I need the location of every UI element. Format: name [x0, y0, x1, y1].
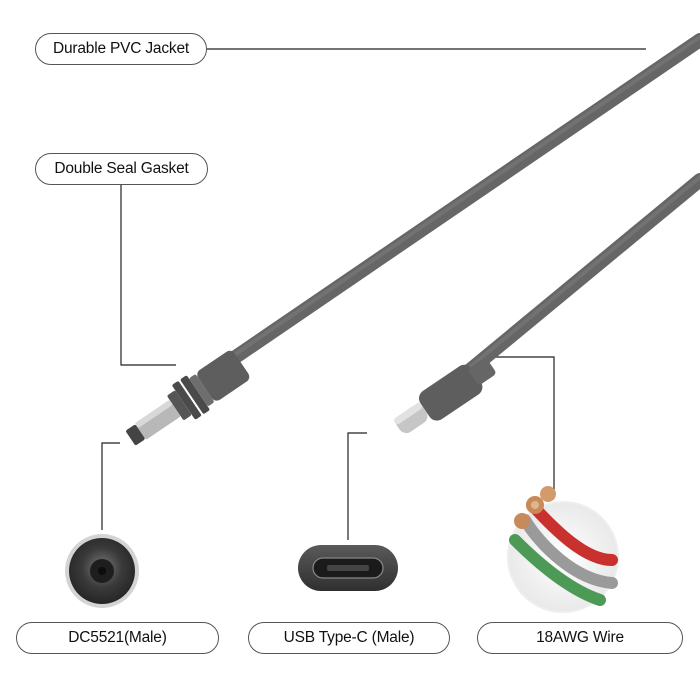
dc-cable [227, 33, 700, 365]
usbc-port-face [298, 545, 398, 591]
seal-gasket-label: Double Seal Gasket [35, 153, 208, 185]
dc-connector [126, 350, 250, 446]
usbc-connector [394, 358, 496, 434]
dc-plug-face [65, 534, 139, 608]
dc-leader-line [101, 442, 120, 530]
usbc-leader-line [347, 432, 367, 540]
awg-leader-line [494, 356, 555, 493]
wire-cross-section [507, 486, 619, 613]
pvc-jacket-label: Durable PVC Jacket [35, 33, 207, 65]
usbc-cable [463, 173, 700, 377]
seal-leader-line [120, 182, 176, 366]
usb-c-label: USB Type-C (Male) [248, 622, 450, 654]
wire-gauge-label: 18AWG Wire [477, 622, 683, 654]
dc-plug-label: DC5521(Male) [16, 622, 219, 654]
leader-lines [101, 48, 646, 540]
